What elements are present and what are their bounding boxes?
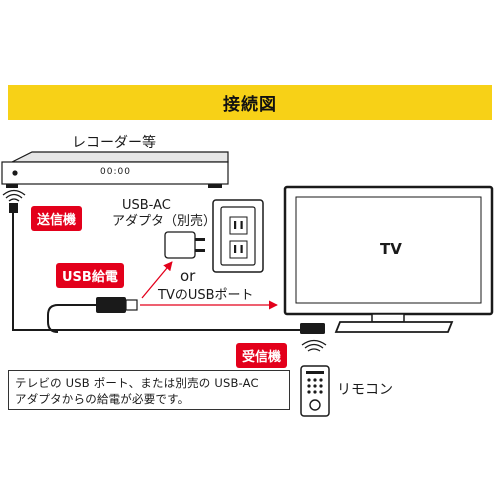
power-note-line2: アダプタからの給電が必要です。 xyxy=(15,392,190,406)
transmitter-cable xyxy=(12,213,300,331)
recorder-label: レコーダー等 xyxy=(72,135,156,151)
receiver-tag: 受信機 xyxy=(236,343,288,368)
receiver-body xyxy=(300,323,325,334)
usb-plug xyxy=(96,297,138,313)
adapter-label-line1: USB-AC xyxy=(122,198,171,213)
transmitter-tag: 送信機 xyxy=(31,206,83,231)
header-title: 接続図 xyxy=(223,95,277,115)
recorder-device xyxy=(1,151,229,188)
tv-usb-port-label: TVのUSBポート xyxy=(158,288,254,303)
receiver-signal-icon xyxy=(301,339,327,352)
remote-control-icon xyxy=(300,365,330,417)
usb-power-cable xyxy=(47,304,98,333)
transmitter-signal-icon xyxy=(2,189,26,202)
recorder-sensor-icon xyxy=(12,170,18,176)
ac-adapter xyxy=(164,231,205,259)
transmitter-body xyxy=(9,203,18,213)
recorder-display: 00:00 xyxy=(100,167,131,177)
wall-outlet xyxy=(212,199,264,273)
usb-power-tag: USB給電 xyxy=(56,263,124,288)
tv-set xyxy=(283,185,494,333)
remote-label: リモコン xyxy=(337,382,393,398)
adapter-label-line2: アダプタ（別売） xyxy=(112,214,217,229)
tv-label: TV xyxy=(380,240,402,258)
or-label: or xyxy=(180,267,196,285)
power-note-line1: テレビの USB ポート、または別売の USB-AC xyxy=(15,376,259,390)
header-band: 接続図 xyxy=(8,85,492,120)
arrow-to-adapter xyxy=(141,261,173,299)
power-note-box: テレビの USB ポート、または別売の USB-AC アダプタからの給電が必要で… xyxy=(8,370,290,410)
